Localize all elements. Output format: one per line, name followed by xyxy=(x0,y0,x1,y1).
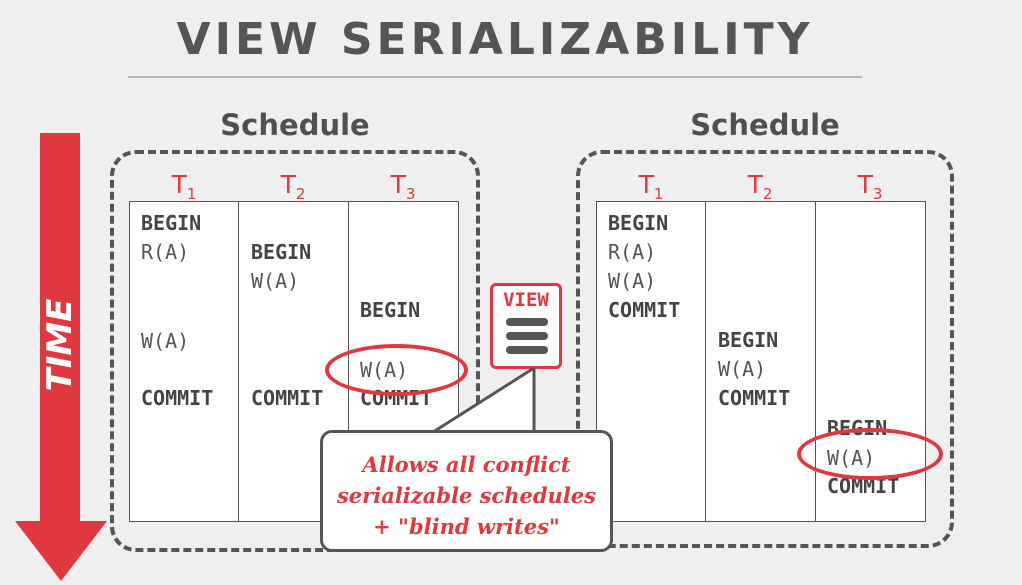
view-icon: VIEW xyxy=(490,283,562,369)
callout-pointer-icon xyxy=(430,368,536,436)
time-arrow-icon xyxy=(15,133,107,581)
s2-t2-write-a: W(A) xyxy=(718,357,767,381)
s2-t1-commit: COMMIT xyxy=(608,298,681,322)
callout-line: Allows all conflict xyxy=(362,452,571,477)
column-divider xyxy=(238,202,239,521)
schedule-1-header-t3: T3 xyxy=(390,170,416,203)
s1-t1-commit: COMMIT xyxy=(141,386,214,410)
s1-t1-begin: BEGIN xyxy=(141,211,202,235)
s2-t2-begin: BEGIN xyxy=(718,328,779,352)
time-label: TIME xyxy=(40,298,80,392)
s1-t2-write-a: W(A) xyxy=(251,269,300,293)
schedule-2-header-t2: T2 xyxy=(747,170,773,203)
s2-t1-begin: BEGIN xyxy=(608,211,669,235)
s1-t2-begin: BEGIN xyxy=(251,240,312,264)
s1-t1-read-a: R(A) xyxy=(141,240,190,264)
column-divider xyxy=(815,202,816,521)
callout-bubble: Allows all conflict serializable schedul… xyxy=(320,430,613,552)
schedule-2-header-t3: T3 xyxy=(857,170,883,203)
s2-t1-read-a: R(A) xyxy=(608,240,657,264)
schedule-2-frame xyxy=(576,150,954,548)
column-divider xyxy=(705,202,706,521)
title-divider xyxy=(128,76,862,78)
page-title: VIEW SERIALIZABILITY xyxy=(176,14,814,65)
schedule-1-header-t2: T2 xyxy=(280,170,306,203)
callout-text: Allows all conflict serializable schedul… xyxy=(323,449,610,542)
schedule-2-label: Schedule xyxy=(690,108,840,142)
schedule-1-label: Schedule xyxy=(220,108,370,142)
callout-line: + "blind writes" xyxy=(373,514,560,539)
s1-t2-commit: COMMIT xyxy=(251,386,324,410)
s1-t1-write-a: W(A) xyxy=(141,329,190,353)
s1-t3-begin: BEGIN xyxy=(360,298,421,322)
schedule-1-frame xyxy=(110,150,480,552)
s2-t2-commit: COMMIT xyxy=(718,386,791,410)
schedule-1-header-t1: T1 xyxy=(171,170,197,203)
schedule-2-header-t1: T1 xyxy=(638,170,664,203)
s2-t1-write-a: W(A) xyxy=(608,269,657,293)
hamburger-lines-icon xyxy=(506,318,548,360)
view-label: VIEW xyxy=(503,289,549,311)
highlight-ellipse xyxy=(325,344,468,396)
callout-line: serializable schedules xyxy=(336,483,596,508)
highlight-ellipse xyxy=(797,428,943,480)
